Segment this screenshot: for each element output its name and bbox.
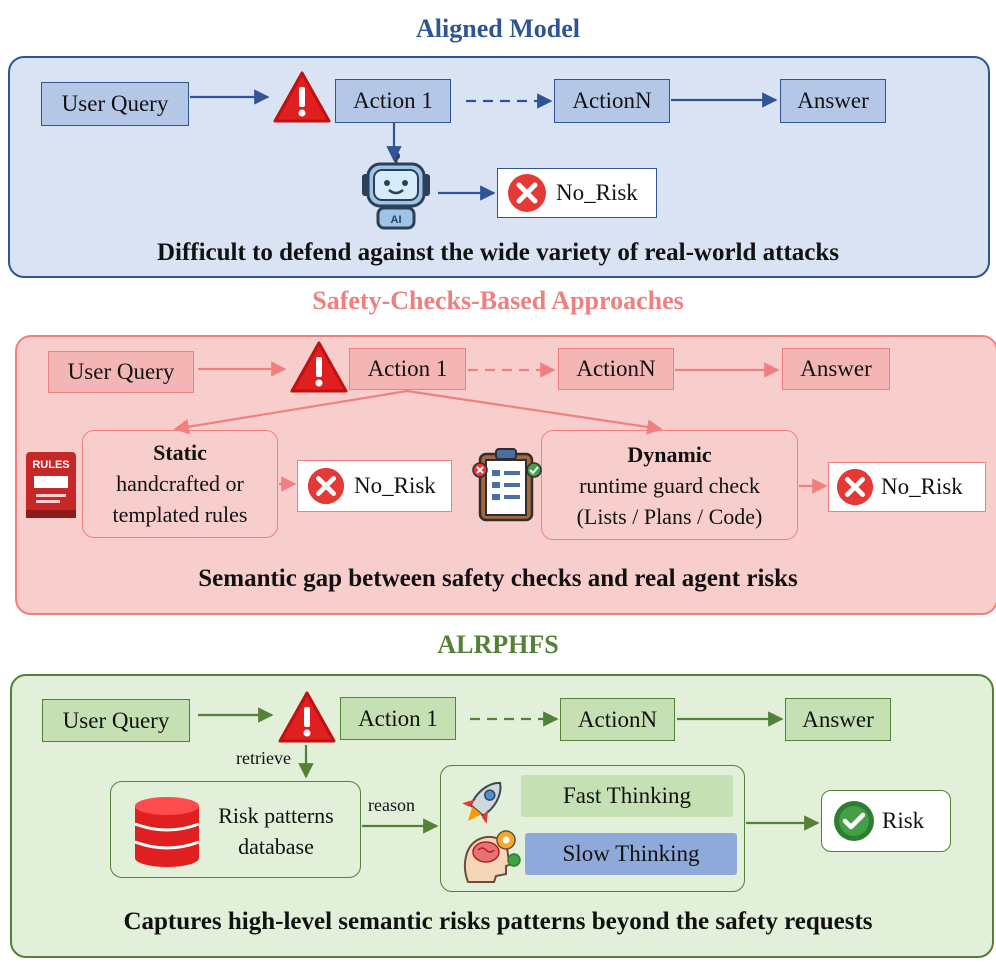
alrphfs-action1-label: Action 1 [358, 705, 438, 731]
rules-badge: RULES [32, 459, 69, 471]
safety-title: Safety-Checks-Based Approaches [312, 286, 684, 315]
aligned-action1-box: Action 1 [335, 79, 451, 123]
risk-db-line1: Risk patterns [218, 803, 334, 828]
safety-user-query-label: User Query [67, 359, 175, 384]
dynamic-no-risk-box: No_Risk [828, 462, 986, 512]
aligned-answer-label: Answer [797, 88, 869, 113]
static-no-risk-label: No_Risk [354, 473, 436, 498]
aligned-action1-label: Action 1 [353, 88, 433, 113]
aligned-actionN-box: ActionN [554, 79, 670, 123]
slow-thinking-box: Slow Thinking [525, 833, 737, 875]
static-line2: templated rules [112, 502, 248, 527]
robot-badge: AI [391, 214, 402, 226]
alrphfs-action1-box: Action 1 [340, 697, 456, 740]
aligned-actionN-label: ActionN [572, 88, 652, 113]
x-circle-icon [508, 174, 546, 212]
brain-gear-icon [464, 830, 521, 883]
database-icon [134, 797, 200, 867]
warning-icon [278, 691, 336, 743]
static-check-box: Static handcrafted or templated rules [82, 430, 278, 538]
aligned-title: Aligned Model [416, 14, 580, 43]
safety-answer-label: Answer [800, 356, 872, 381]
safety-actionN-label: ActionN [576, 356, 656, 381]
check-circle-icon [834, 801, 874, 841]
warning-icon [273, 71, 331, 123]
arrow-action1-to-dynamic [406, 389, 663, 435]
dynamic-no-risk-label: No_Risk [881, 474, 963, 499]
alrphfs-actionN-box: ActionN [560, 698, 675, 741]
reason-label: reason [368, 795, 415, 815]
dynamic-line1: runtime guard check [579, 473, 760, 498]
safety-action1-label: Action 1 [367, 356, 448, 381]
static-line1: handcrafted or [116, 471, 244, 496]
x-circle-icon [836, 468, 874, 506]
retrieve-label: retrieve [236, 748, 291, 768]
alrphfs-answer-label: Answer [802, 706, 874, 732]
aligned-no-risk-box: No_Risk [497, 168, 657, 218]
dynamic-title: Dynamic [627, 442, 712, 467]
rules-book-icon: RULES [26, 452, 76, 518]
static-title: Static [153, 440, 207, 465]
alrphfs-user-query-label: User Query [62, 707, 170, 733]
alrphfs-answer-box: Answer [785, 698, 891, 741]
risk-output-box: Risk [821, 790, 951, 852]
static-no-risk-box: No_Risk [297, 460, 452, 512]
dynamic-line2: (Lists / Plans / Code) [576, 504, 763, 529]
aligned-caption: Difficult to defend against the wide var… [156, 239, 840, 266]
arrow-action1-to-static [173, 389, 408, 435]
safety-action1-box: Action 1 [349, 348, 466, 390]
safety-user-query-box: User Query [48, 351, 194, 393]
safety-actionN-box: ActionN [558, 348, 674, 390]
x-circle-icon [307, 467, 345, 505]
aligned-user-query-label: User Query [61, 91, 169, 116]
warning-icon [290, 341, 348, 393]
fast-thinking-box: Fast Thinking [521, 775, 733, 817]
risk-output-label: Risk [882, 808, 925, 833]
robot-icon: AI [362, 152, 430, 230]
alrphfs-actionN-label: ActionN [577, 706, 658, 732]
alrphfs-user-query-box: User Query [42, 699, 190, 742]
safety-caption: Semantic gap between safety checks and r… [198, 565, 798, 592]
alrphfs-caption: Captures high-level semantic risks patte… [123, 908, 873, 935]
aligned-answer-box: Answer [780, 79, 886, 123]
risk-db-text: Risk patterns database [205, 800, 347, 862]
aligned-user-query-box: User Query [41, 82, 189, 126]
risk-db-line2: database [238, 834, 314, 859]
aligned-no-risk-label: No_Risk [556, 180, 638, 205]
checklist-icon [472, 448, 542, 522]
slow-thinking-label: Slow Thinking [562, 841, 700, 866]
dynamic-check-box: Dynamic runtime guard check (Lists / Pla… [541, 430, 798, 540]
rocket-icon [462, 781, 502, 824]
fast-thinking-label: Fast Thinking [562, 783, 691, 808]
alrphfs-title: ALRPHFS [437, 630, 559, 659]
safety-answer-box: Answer [782, 348, 890, 390]
